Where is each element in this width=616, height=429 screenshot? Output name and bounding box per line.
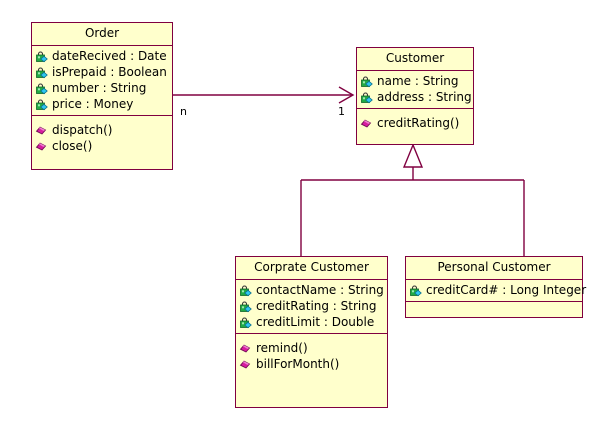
operations-compartment-order: dispatch() close() <box>32 116 172 169</box>
class-title-customer: Customer <box>357 48 473 71</box>
private-attribute-lock-icon <box>409 284 424 297</box>
operation-label: dispatch() <box>52 123 113 137</box>
association-arrowhead <box>338 86 355 104</box>
operations-compartment-corprate-customer: remind() billForMonth() <box>236 334 387 407</box>
attribute-label: name : String <box>377 74 459 88</box>
attribute-row: creditLimit : Double <box>236 314 387 330</box>
attribute-row: price : Money <box>32 96 172 112</box>
attribute-row: contactName : String <box>236 282 387 298</box>
attribute-label: address : String <box>377 90 472 104</box>
attributes-compartment-order: dateRecived : Date isPrepaid : Boolean <box>32 46 172 116</box>
attribute-label: dateRecived : Date <box>52 49 167 63</box>
operation-label: close() <box>52 139 93 153</box>
public-operation-diamond-icon <box>239 342 254 355</box>
operation-label: remind() <box>256 341 308 355</box>
public-operation-diamond-icon <box>35 124 50 137</box>
class-box-order[interactable]: Order dateRecived : Date <box>31 22 173 170</box>
operation-row: billForMonth() <box>236 356 387 372</box>
attribute-row: number : String <box>32 80 172 96</box>
attributes-compartment-customer: name : String address : String <box>357 71 473 109</box>
private-attribute-lock-icon <box>360 91 375 104</box>
operations-compartment-customer: creditRating() <box>357 109 473 144</box>
attribute-label: creditRating : String <box>256 299 377 313</box>
generalization-triangle <box>402 143 424 168</box>
class-title-personal-customer: Personal Customer <box>406 257 582 280</box>
operation-row: close() <box>32 138 172 154</box>
class-title-order: Order <box>32 23 172 46</box>
attribute-label: contactName : String <box>256 283 384 297</box>
private-attribute-lock-icon <box>239 316 254 329</box>
attribute-row: creditCard# : Long Integer <box>406 282 586 298</box>
private-attribute-lock-icon <box>35 82 50 95</box>
class-box-customer[interactable]: Customer name : String <box>356 47 474 145</box>
attributes-compartment-corprate-customer: contactName : String creditRating : Stri… <box>236 280 387 334</box>
operations-compartment-personal-customer <box>406 302 582 317</box>
attribute-row: address : String <box>357 89 473 105</box>
attribute-row: isPrepaid : Boolean <box>32 64 172 80</box>
private-attribute-lock-icon <box>35 66 50 79</box>
private-attribute-lock-icon <box>35 98 50 111</box>
private-attribute-lock-icon <box>360 75 375 88</box>
multiplicity-customer-end: 1 <box>338 105 345 118</box>
attribute-label: creditCard# : Long Integer <box>426 283 587 297</box>
attribute-label: creditLimit : Double <box>256 315 375 329</box>
operation-row: creditRating() <box>357 115 473 131</box>
public-operation-diamond-icon <box>360 117 375 130</box>
operation-row: dispatch() <box>32 122 172 138</box>
public-operation-diamond-icon <box>35 140 50 153</box>
attribute-row: name : String <box>357 73 473 89</box>
attribute-label: number : String <box>52 81 147 95</box>
operation-label: billForMonth() <box>256 357 340 371</box>
class-box-personal-customer[interactable]: Personal Customer creditCard# : Long Int… <box>405 256 586 318</box>
operation-label: creditRating() <box>377 116 460 130</box>
private-attribute-lock-icon <box>239 300 254 313</box>
multiplicity-order-end: n <box>180 105 187 118</box>
class-title-corprate-customer: Corprate Customer <box>236 257 387 280</box>
attribute-label: price : Money <box>52 97 134 111</box>
attribute-label: isPrepaid : Boolean <box>52 65 167 79</box>
operation-row: remind() <box>236 340 387 356</box>
attributes-compartment-personal-customer: creditCard# : Long Integer <box>406 280 586 302</box>
private-attribute-lock-icon <box>239 284 254 297</box>
class-box-corprate-customer[interactable]: Corprate Customer contactName : String <box>235 256 388 408</box>
public-operation-diamond-icon <box>239 358 254 371</box>
attribute-row: dateRecived : Date <box>32 48 172 64</box>
attribute-row: creditRating : String <box>236 298 387 314</box>
private-attribute-lock-icon <box>35 50 50 63</box>
